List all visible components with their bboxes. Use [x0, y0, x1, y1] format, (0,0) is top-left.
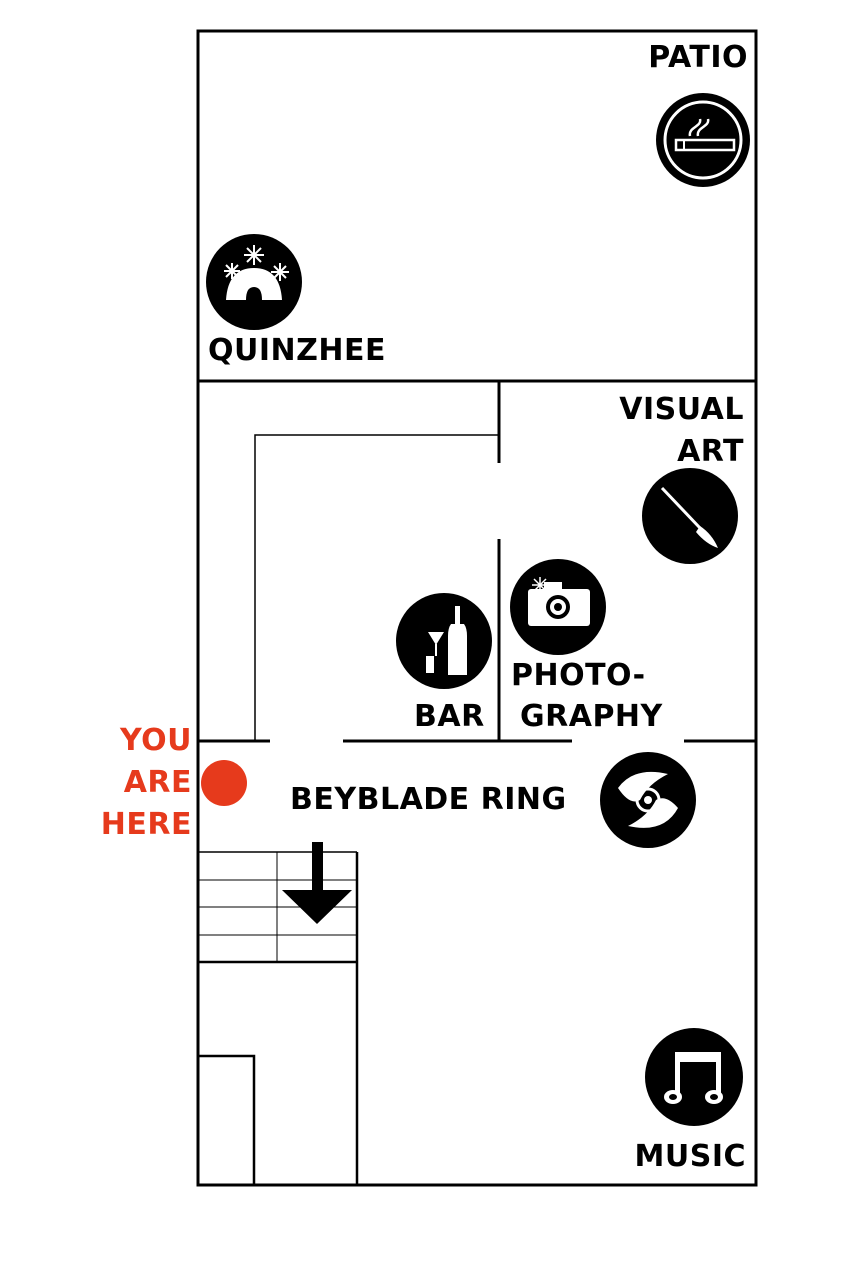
igloo-icon	[206, 234, 302, 330]
camera-icon	[510, 559, 606, 655]
you-are-here-line1: YOU	[119, 723, 192, 758]
cocktail-bottle-icon	[396, 593, 492, 689]
you-are-here-line2: ARE	[123, 765, 192, 800]
visual-art-label-line2: ART	[677, 434, 744, 469]
music-note-icon	[645, 1028, 743, 1126]
smoking-icon	[656, 93, 750, 187]
arrow-down-icon	[282, 842, 352, 924]
paintbrush-icon	[642, 468, 738, 564]
patio-label: PATIO	[648, 40, 748, 75]
hallway-wall	[254, 434, 499, 741]
you-are-here-marker	[201, 760, 247, 806]
bar-label: BAR	[414, 699, 485, 734]
visual-art-label-line1: VISUAL	[619, 392, 744, 427]
beyblade-icon	[600, 752, 696, 848]
beyblade-ring-label: BEYBLADE RING	[290, 782, 567, 817]
photography-label-line1: PHOTO-	[511, 658, 646, 693]
photography-label-line2: GRAPHY	[520, 699, 663, 734]
music-label: MUSIC	[634, 1139, 746, 1174]
you-are-here-line3: HERE	[100, 807, 192, 842]
outer-wall	[196, 29, 758, 1187]
quinzhee-label: QUINZHEE	[208, 333, 386, 368]
